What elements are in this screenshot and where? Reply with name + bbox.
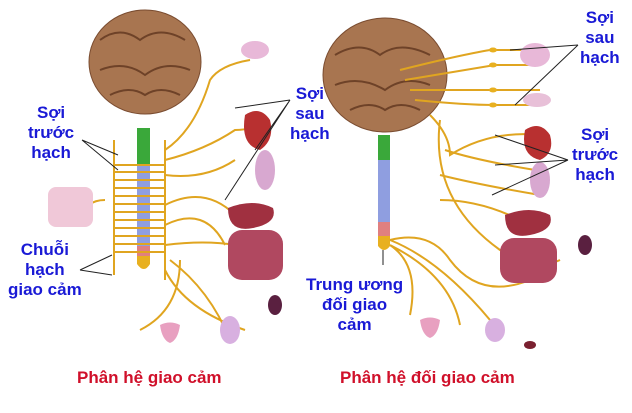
ganglia (489, 47, 497, 108)
spinal-cord-sacral-right (378, 236, 390, 250)
label-line: sau (585, 28, 615, 47)
intestines-left (228, 230, 283, 280)
label-line: hạch (290, 124, 330, 143)
spinal-cord-lumbar-right (378, 222, 390, 236)
pointer-lines-right (382, 44, 579, 265)
label-line: cảm (337, 315, 372, 334)
heart-right (524, 126, 552, 160)
label-line: trước (28, 123, 75, 142)
salivary-gland-right (523, 93, 551, 107)
label-parasympathetic-center: Trung ương đối giao cảm (306, 275, 403, 335)
eye-gland-left (241, 41, 269, 59)
label-line: Sợi (295, 84, 324, 103)
spinal-cord-thoracic-right (378, 160, 390, 222)
label-line: Chuỗi (20, 240, 69, 259)
rectum-right (524, 341, 536, 349)
intestines-right (500, 238, 557, 283)
parasympathetic-illustration (322, 17, 592, 349)
label-line: Sợi (580, 125, 610, 144)
label-line: hạch (580, 48, 620, 67)
spinal-cord-cervical (137, 128, 150, 166)
label-line: Sợi (36, 103, 66, 122)
uterus-right (420, 317, 440, 338)
label-line: hạch (31, 143, 71, 162)
stomach-right (505, 210, 551, 236)
sympathetic-illustration (48, 9, 291, 344)
label-parasympathetic-preganglionic: Sợi trước hạch (572, 125, 618, 185)
brain-right (322, 17, 448, 133)
label-line: sau (295, 104, 325, 123)
sympathetic-nerves (79, 59, 266, 341)
pointer-lines-left (79, 99, 291, 276)
kidney-left (268, 295, 282, 315)
label-line: trước (572, 145, 619, 164)
label-line: Sợi (585, 8, 614, 27)
label-line: giao cảm (8, 280, 82, 299)
label-sympathetic-preganglionic: Sợi trước hạch (28, 103, 74, 163)
stomach-left (228, 203, 274, 229)
parasympathetic-nerves (389, 49, 561, 326)
label-sympathetic-chain: Chuỗi hạch giao cảm (8, 240, 82, 300)
heart-left (244, 111, 272, 150)
spinal-cord-sacral (137, 256, 150, 269)
label-sympathetic-postganglionic: Sợi sau hạch (290, 84, 330, 144)
spinal-cord-thoracic (137, 166, 150, 246)
lung-right (530, 162, 550, 198)
lung-left (255, 150, 275, 190)
skin-tissue (48, 187, 93, 227)
caption-sympathetic: Phân hệ giao cảm (77, 368, 222, 387)
label-line: đối giao (321, 295, 388, 314)
label-line: Trung ương (306, 275, 404, 294)
bladder-right (485, 318, 505, 342)
spinal-cord-cervical-right (378, 135, 390, 160)
kidney-right (578, 235, 592, 255)
brain-left (88, 9, 202, 115)
eye-gland-right (520, 43, 550, 67)
caption-parasympathetic: Phân hệ đối giao cảm (340, 368, 515, 387)
label-parasympathetic-postganglionic: Sợi sau hạch (580, 8, 620, 68)
uterus-left (160, 322, 180, 343)
label-line: hạch (575, 165, 615, 184)
label-line: hạch (25, 260, 65, 279)
bladder-left (220, 316, 240, 344)
